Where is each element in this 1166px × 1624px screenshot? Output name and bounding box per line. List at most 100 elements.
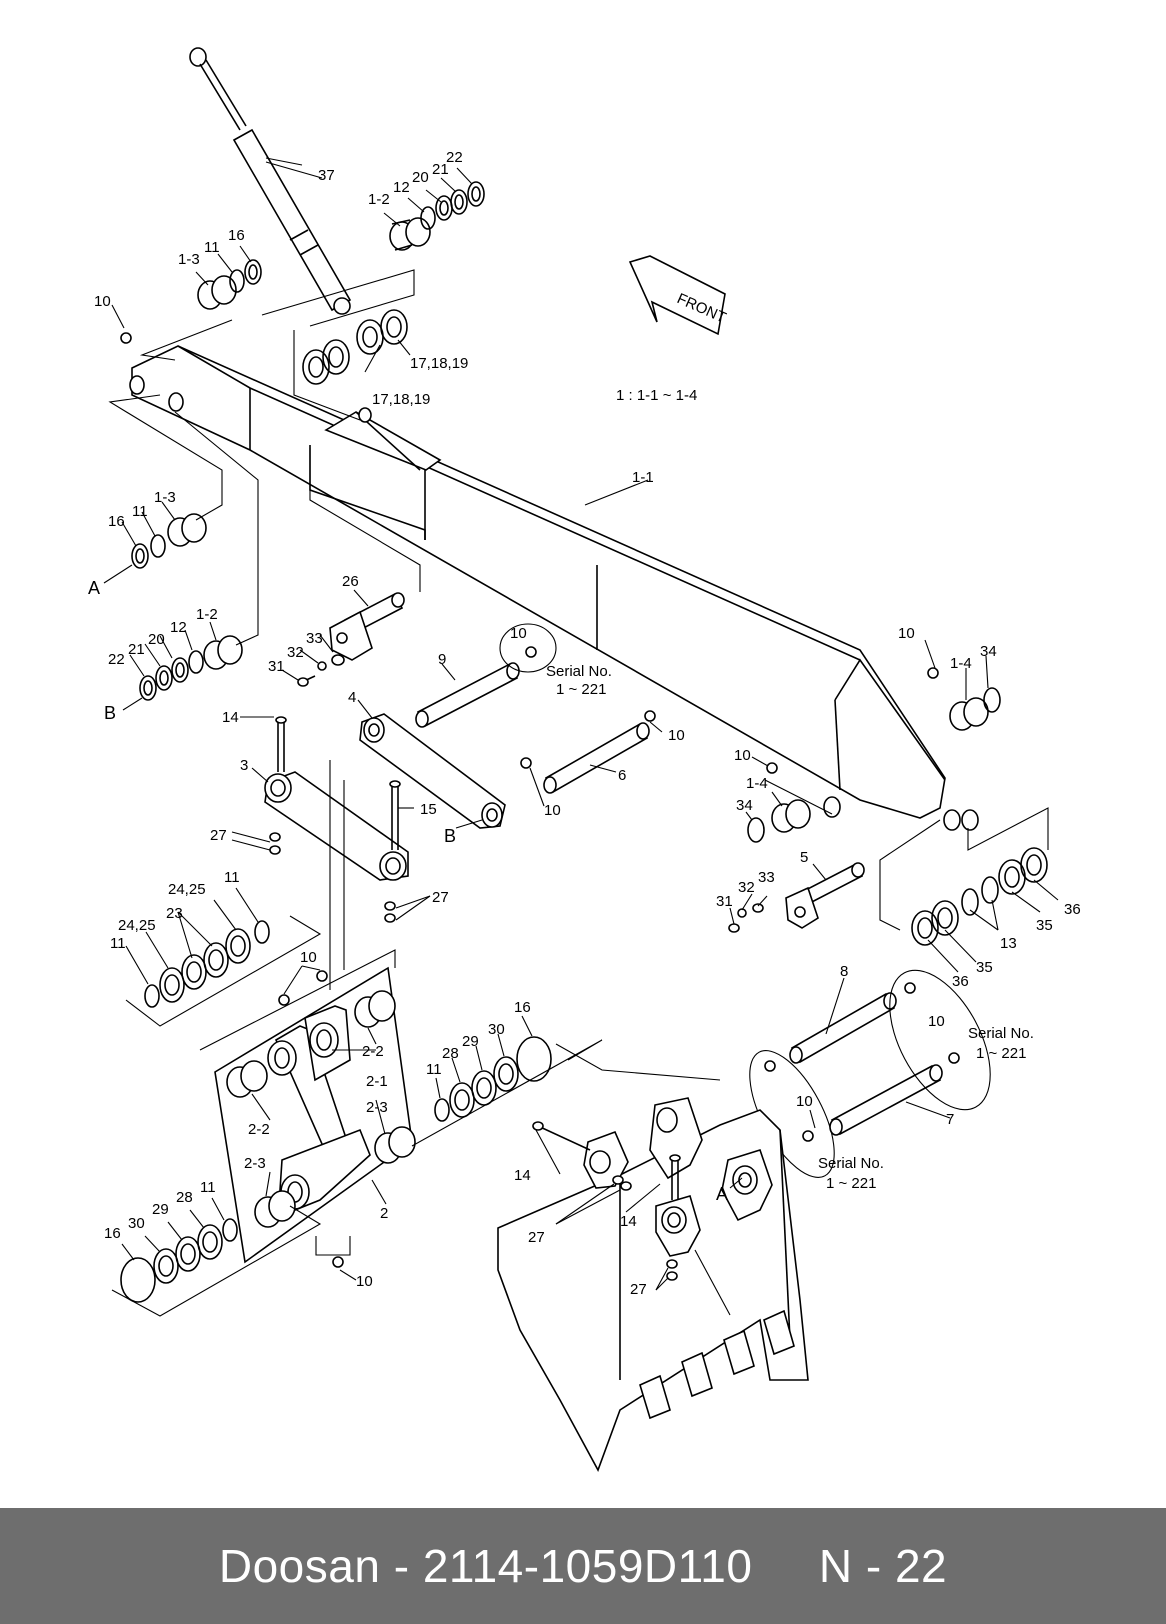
label-27: 27 — [432, 889, 449, 906]
link-2-assembly — [214, 966, 416, 1264]
label-20: 20 — [412, 169, 429, 186]
label-10: 10 — [544, 802, 561, 819]
label-2-2: 2-2 — [248, 1121, 270, 1138]
front-direction-arrow: FRONT — [628, 255, 728, 336]
label-37: 37 — [318, 167, 335, 184]
label-1-3: 1-3 — [178, 251, 200, 268]
label-21: 21 — [432, 161, 449, 178]
label-12: 12 — [393, 179, 410, 196]
label-1-1: 1-1 — [632, 469, 654, 486]
label-11: 11 — [110, 935, 126, 952]
label-serial-range: 1 ~ 221 — [556, 681, 606, 698]
label-12: 12 — [170, 619, 187, 636]
label-serial-range: 1 ~ 221 — [826, 1175, 876, 1192]
label-36: 36 — [952, 973, 969, 990]
label-1-3: 1-3 — [154, 489, 176, 506]
label-13: 13 — [1000, 935, 1017, 952]
label-B: B — [444, 826, 456, 846]
label-29: 29 — [152, 1201, 169, 1218]
label-35: 35 — [1036, 917, 1053, 934]
label-1-4: 1-4 — [950, 655, 972, 672]
label-10: 10 — [94, 293, 111, 310]
cylinder-37 — [189, 47, 352, 315]
label-1-4: 1-4 — [746, 775, 768, 792]
label-20: 20 — [148, 631, 165, 648]
label-22: 22 — [108, 651, 125, 668]
label-35: 35 — [976, 959, 993, 976]
label-10: 10 — [734, 747, 751, 764]
label-group-ratio: 1 : 1-1 ~ 1-4 — [616, 387, 697, 404]
label-8: 8 — [840, 963, 848, 980]
link-3 — [264, 716, 409, 923]
label-29: 29 — [462, 1033, 479, 1050]
label-27: 27 — [210, 827, 227, 844]
label-11: 11 — [132, 503, 148, 520]
label-10: 10 — [300, 949, 317, 966]
label-2-1: 2-1 — [366, 1073, 388, 1090]
footer-brand: Doosan — [218, 1540, 381, 1592]
label-16: 16 — [228, 227, 245, 244]
label-17-18-19: 17,18,19 — [372, 391, 430, 408]
label-33: 33 — [758, 869, 775, 886]
label-33: 33 — [306, 630, 323, 647]
label-27: 27 — [528, 1229, 545, 1246]
label-14: 14 — [222, 709, 239, 726]
label-21: 21 — [128, 641, 145, 658]
label-7: 7 — [946, 1111, 954, 1128]
top-bushings — [197, 181, 485, 385]
label-4: 4 — [348, 689, 356, 706]
label-30: 30 — [488, 1021, 505, 1038]
label-30: 30 — [128, 1215, 145, 1232]
label-32: 32 — [738, 879, 755, 896]
label-24-25: 24,25 — [118, 917, 156, 934]
label-A: A — [88, 578, 100, 598]
label-14: 14 — [620, 1213, 637, 1230]
label-16: 16 — [108, 513, 125, 530]
left-bushings — [131, 513, 243, 701]
footer-page-code: N - 22 — [818, 1540, 948, 1592]
left-washer-stacks — [120, 920, 552, 1303]
label-16: 16 — [514, 999, 531, 1016]
label-16: 16 — [104, 1225, 121, 1242]
label-28: 28 — [176, 1189, 193, 1206]
label-10: 10 — [510, 625, 527, 642]
label-10: 10 — [796, 1093, 813, 1110]
label-1-2: 1-2 — [196, 606, 218, 623]
label-serial-no: Serial No. — [968, 1025, 1034, 1042]
pins-upper — [297, 592, 865, 933]
grease-nipples — [120, 332, 960, 1268]
label-22: 22 — [446, 149, 463, 166]
label-15: 15 — [420, 801, 437, 818]
right-bushings — [747, 687, 1048, 946]
label-A: A — [716, 1184, 728, 1204]
label-23: 23 — [166, 905, 183, 922]
footer-part-number: 2114-1059D110 — [422, 1540, 753, 1592]
label-24-25: 24,25 — [168, 881, 206, 898]
label-34: 34 — [980, 643, 997, 660]
label-5: 5 — [800, 849, 808, 866]
label-11: 11 — [200, 1179, 216, 1196]
arm-body — [129, 345, 979, 831]
label-17-18-19: 17,18,19 — [410, 355, 468, 372]
label-2: 2 — [380, 1205, 388, 1222]
label-26: 26 — [342, 573, 359, 590]
label-B: B — [104, 703, 116, 723]
label-9: 9 — [438, 651, 446, 668]
label-36: 36 — [1064, 901, 1081, 918]
label-34: 34 — [736, 797, 753, 814]
label-10: 10 — [928, 1013, 945, 1030]
label-serial-range: 1 ~ 221 — [976, 1045, 1026, 1062]
label-3: 3 — [240, 757, 248, 774]
link-4 — [359, 713, 506, 829]
label-serial-no: Serial No. — [546, 663, 612, 680]
label-10: 10 — [898, 625, 915, 642]
label-2-3: 2-3 — [244, 1155, 266, 1172]
label-2-3: 2-3 — [366, 1099, 388, 1116]
part-labels: 37 22 21 20 12 1-2 16 11 1-3 10 17,18,19… — [88, 149, 1081, 1298]
footer-bar: Doosan - 2114-1059D110 N - 22 — [0, 1508, 1166, 1624]
label-14: 14 — [514, 1167, 531, 1184]
label-31: 31 — [716, 893, 733, 910]
label-32: 32 — [287, 644, 304, 661]
label-11: 11 — [224, 869, 240, 886]
